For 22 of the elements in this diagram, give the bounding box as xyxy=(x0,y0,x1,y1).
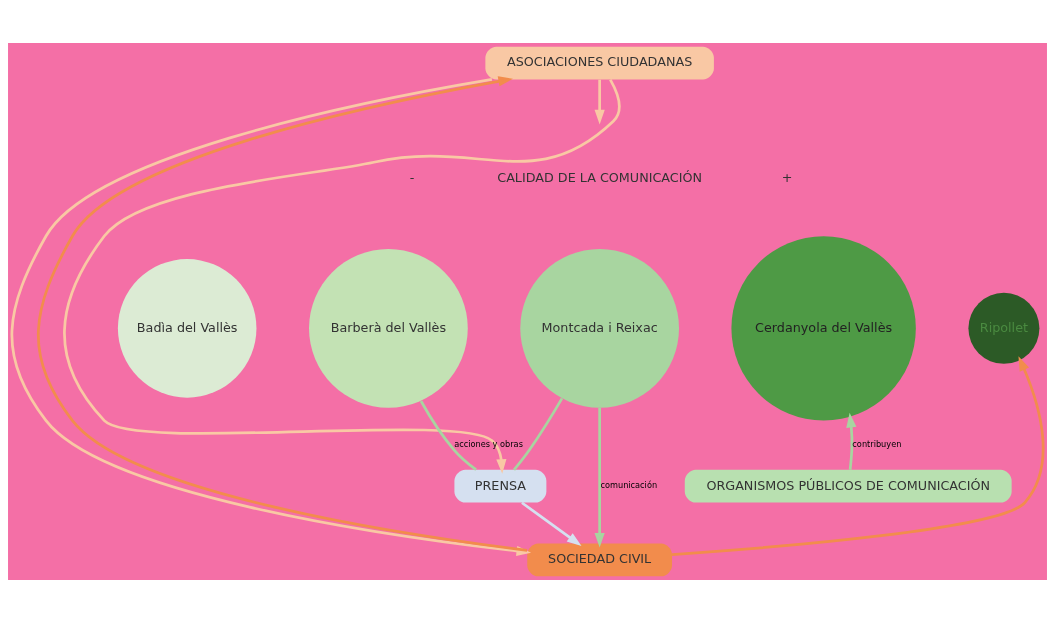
node-circle: Badìa del Vallès xyxy=(117,259,257,398)
arrow xyxy=(846,412,857,470)
label: - xyxy=(409,170,415,186)
label: CALIDAD DE LA COMUNICACIÓN xyxy=(497,170,703,186)
arrow xyxy=(63,79,621,474)
node-circle: Cerdanyola del Vallès xyxy=(731,236,916,421)
node-box: ORGANISMOS PÚBLICOS DE COMUNICACIÓN xyxy=(684,469,1012,503)
node-box: SOCIEDAD CIVIL xyxy=(527,543,673,577)
edge-label: contribuyen xyxy=(852,439,902,450)
arrow xyxy=(521,501,582,546)
node-box: PRENSA xyxy=(454,469,547,503)
connector xyxy=(419,400,477,471)
node-circle: Montcada i Reixac xyxy=(520,248,679,408)
edge-label: comunicación xyxy=(600,480,658,491)
arrow xyxy=(594,79,605,125)
edge-label: acciones y obras xyxy=(454,439,523,450)
label: + xyxy=(781,170,793,186)
arrow xyxy=(671,356,1045,556)
node-circle: Barberà del Vallès xyxy=(309,248,468,408)
node-box: ASOCIACIONES CIUDADANAS xyxy=(485,46,714,80)
arrow xyxy=(594,407,605,548)
connector xyxy=(512,397,564,471)
